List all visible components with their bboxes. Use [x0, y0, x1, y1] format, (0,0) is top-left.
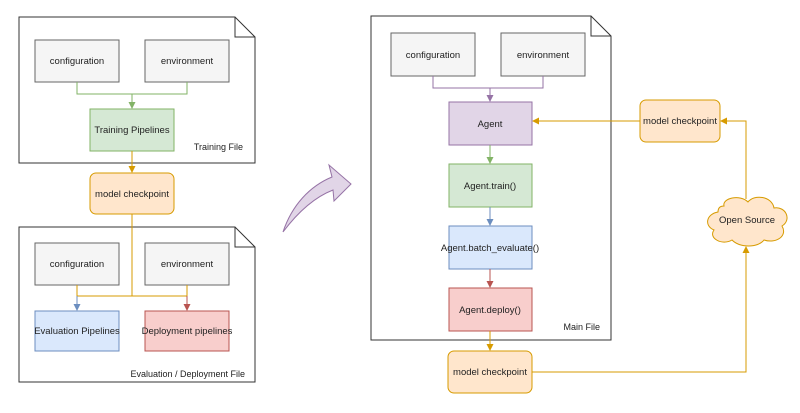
agent-deploy-label: Agent.deploy() — [459, 305, 521, 316]
model-checkpoint-bottom: model checkpoint — [447, 350, 533, 394]
training-environment-label: environment — [161, 56, 214, 67]
main-configuration-label: configuration — [406, 50, 460, 61]
main-file-label: Main File — [563, 322, 600, 332]
eval-configuration-label: configuration — [50, 259, 104, 270]
agent-batch-evaluate-box: Agent.batch_evaluate() — [441, 225, 539, 270]
training-configuration-box: configuration — [34, 39, 120, 83]
agent-train-box: Agent.train() — [448, 163, 533, 208]
main-environment-label: environment — [517, 50, 570, 61]
agent-batch-evaluate-label: Agent.batch_evaluate() — [441, 243, 539, 254]
agent-label: Agent — [478, 119, 503, 130]
training-pipelines-label: Training Pipelines — [94, 125, 169, 136]
deployment-pipelines-box: Deployment pipelines — [142, 310, 233, 352]
eval-environment-label: environment — [161, 259, 214, 270]
main-config-env-edges — [432, 76, 544, 102]
evaluation-pipelines-box: Evaluation Pipelines — [34, 310, 120, 352]
training-pipelines-box: Training Pipelines — [89, 108, 175, 152]
model-checkpoint-right: model checkpoint — [639, 99, 721, 143]
evaluation-deployment-file-label: Evaluation / Deployment File — [130, 369, 245, 379]
model-checkpoint-right-label: model checkpoint — [643, 116, 717, 127]
agent-deploy-box: Agent.deploy() — [448, 287, 533, 332]
eval-configuration-box: configuration — [34, 242, 120, 286]
training-configuration-label: configuration — [50, 56, 104, 67]
agent-box: Agent — [448, 101, 533, 146]
open-source-to-checkpoint-edge — [720, 117, 747, 199]
deployment-pipelines-label: Deployment pipelines — [142, 326, 233, 337]
eval-merge-edges — [76, 285, 188, 297]
model-checkpoint-bottom-label: model checkpoint — [453, 367, 527, 378]
main-configuration-box: configuration — [390, 32, 476, 77]
training-environment-box: environment — [144, 39, 230, 83]
evaluation-pipelines-label: Evaluation Pipelines — [34, 326, 120, 337]
checkpoint-to-open-source-edge — [532, 246, 750, 373]
main-environment-box: environment — [500, 32, 586, 77]
training-file-label: Training File — [194, 142, 243, 152]
transition-curved-arrow — [282, 163, 352, 233]
model-checkpoint-left-label: model checkpoint — [95, 189, 169, 200]
model-checkpoint-left: model checkpoint — [89, 172, 175, 215]
agent-train-label: Agent.train() — [464, 181, 516, 192]
open-source-cloud: Open Source — [707, 196, 788, 247]
eval-environment-box: environment — [144, 242, 230, 286]
training-edges — [76, 82, 188, 109]
open-source-label: Open Source — [719, 215, 775, 226]
